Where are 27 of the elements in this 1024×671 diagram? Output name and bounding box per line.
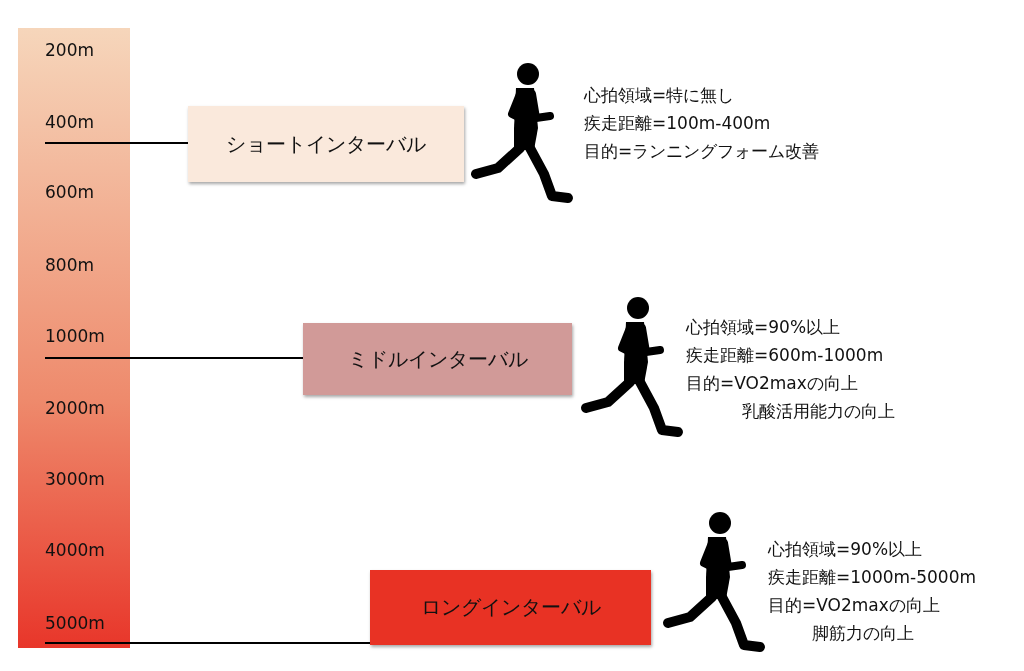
connector-line [44,642,371,644]
distance-label: 800m [45,255,105,275]
distance-label: 1000m [45,326,120,358]
description-text: 目的=ランニングフォーム改善 [584,140,820,162]
interval-box: ショートインターバル [188,106,464,182]
description-text: 乳酸活用能力の向上 [742,400,895,422]
distance-label: 4000m [45,540,120,560]
interval-box: ロングインターバル [370,570,651,645]
distance-label: 5000m [45,613,120,643]
connector-line [44,357,304,359]
distance-label: 600m [45,182,105,202]
description-text: 疾走距離=600m-1000m [686,344,884,366]
interval-box: ミドルインターバル [303,323,572,395]
distance-label: 2000m [45,398,120,418]
distance-label: 3000m [45,469,120,489]
distance-bar [18,28,130,648]
connector-line [44,142,189,144]
description-text: 心拍領域=特に無し [584,84,735,106]
description-text: 心拍領域=90%以上 [768,538,923,560]
description-text: 目的=VO2maxの向上 [768,594,940,616]
description-text: 心拍領域=90%以上 [686,316,841,338]
description-text: 疾走距離=100m-400m [584,112,771,134]
description-text: 疾走距離=1000m-5000m [768,566,977,588]
distance-label: 400m [45,112,105,143]
distance-label: 200m [45,40,105,60]
description-text: 目的=VO2maxの向上 [686,372,858,394]
description-text: 脚筋力の向上 [812,622,914,644]
